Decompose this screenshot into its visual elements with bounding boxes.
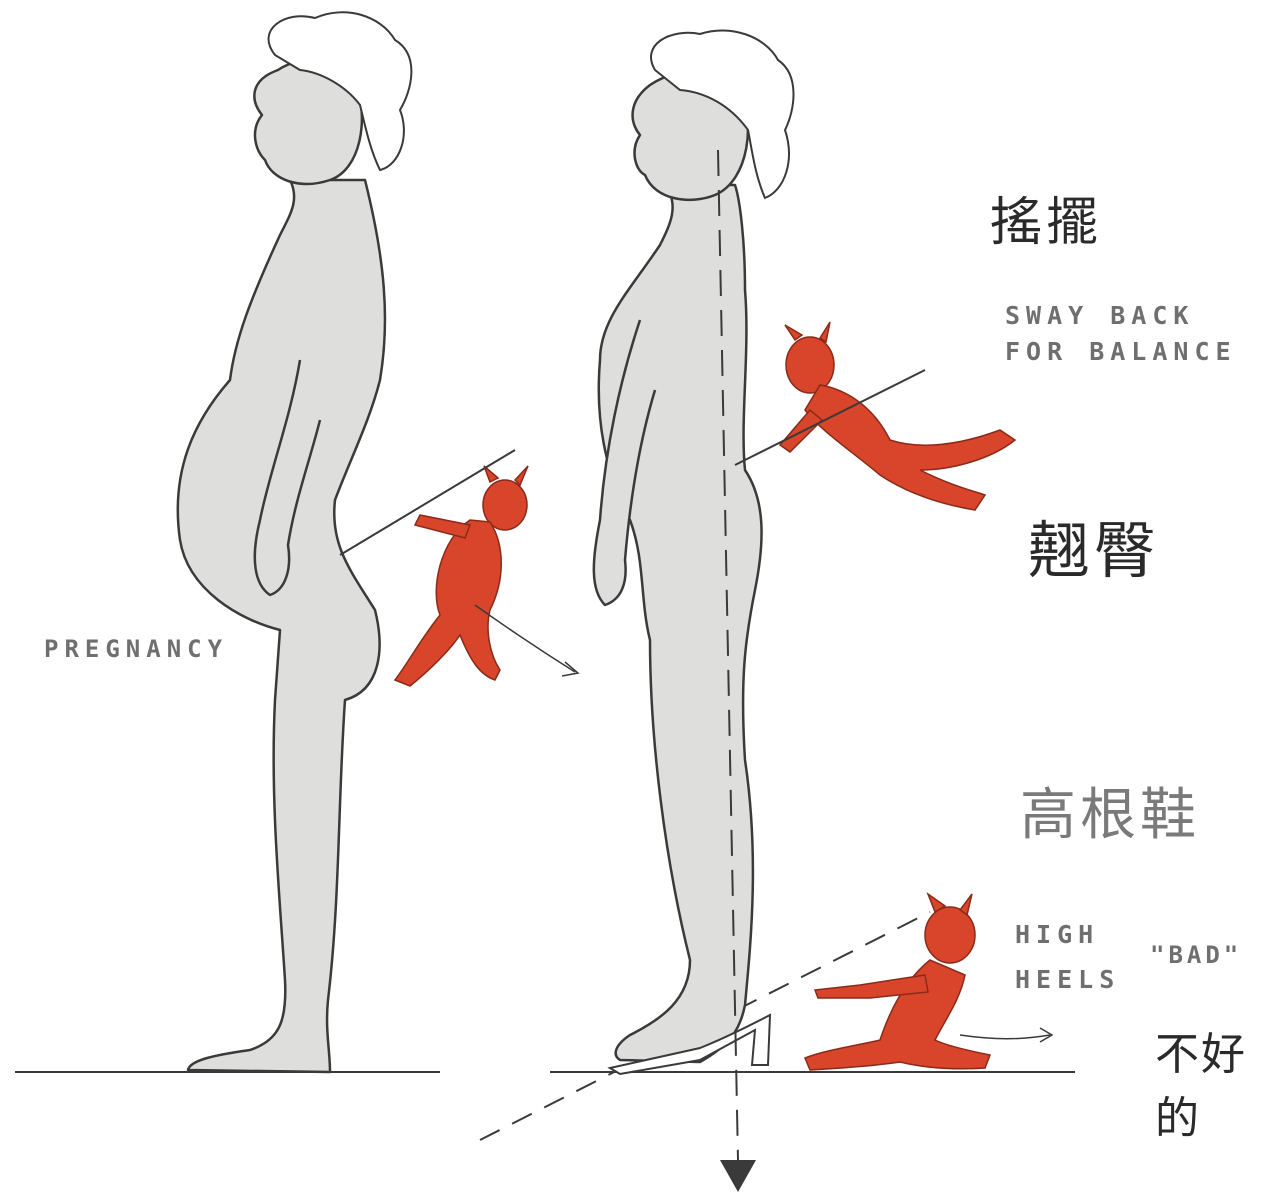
sway-annotation: 搖擺 <box>990 180 1102 255</box>
high-heels-line2: HEELS <box>1015 957 1120 1002</box>
high-heels-label: HIGH HEELS <box>1015 912 1120 1002</box>
pregnant-woman-figure <box>178 60 385 1072</box>
heels-annotation: 高根鞋 <box>1020 770 1200 851</box>
devil-pregnancy-icon <box>395 466 528 686</box>
heels-woman-figure <box>594 71 762 1062</box>
sway-back-line1: SWAY BACK <box>1005 298 1237 334</box>
devil-swayback-icon <box>780 322 1015 510</box>
pregnancy-label: PREGNANCY <box>44 632 228 667</box>
bad-annotation: 不好的 <box>1155 1018 1284 1146</box>
sway-back-label: SWAY BACK FOR BALANCE <box>1005 298 1237 371</box>
devil-heels-icon <box>805 894 990 1070</box>
plumb-arrow-icon <box>720 1160 756 1192</box>
bad-label: "BAD" <box>1150 938 1242 973</box>
buttocks-annotation: 翹臀 <box>1028 500 1160 590</box>
devil-heels-tail <box>960 1035 1050 1039</box>
high-heels-line1: HIGH <box>1015 912 1120 957</box>
sway-back-line2: FOR BALANCE <box>1005 334 1237 370</box>
